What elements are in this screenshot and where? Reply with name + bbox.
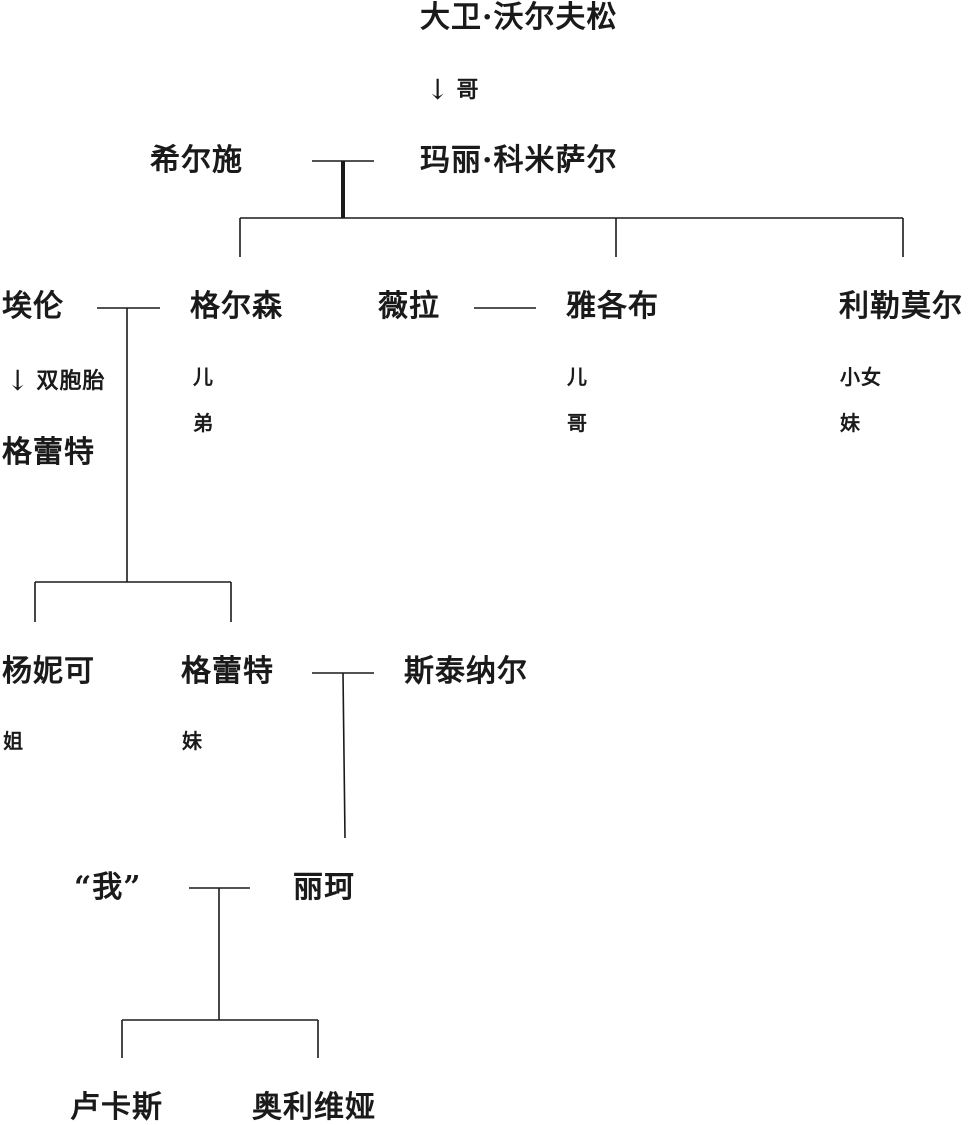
relation-yannick-elder-sister: 姐 <box>3 729 24 753</box>
person-hirsch: 希尔施 <box>150 143 243 178</box>
relation-gerson-son: 儿 <box>193 365 214 389</box>
relation-lilmor-youngest-daughter: 小女 <box>840 365 882 389</box>
relation-lilmor-younger-sister: 妹 <box>840 411 861 435</box>
relation-grete-younger-sister: 妹 <box>182 729 203 753</box>
relation-label-brother: 哥 <box>456 77 480 103</box>
down-arrow-icon: ↓ <box>426 73 451 106</box>
relation-gerson-younger-brother: 弟 <box>193 411 214 435</box>
person-grete: 格蕾特 <box>181 654 274 689</box>
person-mary-komisar: 玛丽·科米萨尔 <box>420 143 618 178</box>
relation-jacob-son: 儿 <box>567 365 588 389</box>
person-lika: 丽珂 <box>293 870 355 905</box>
relation-jacob-elder-brother: 哥 <box>567 411 588 435</box>
person-jacob: 雅各布 <box>566 289 659 324</box>
person-lucas: 卢卡斯 <box>70 1090 163 1125</box>
person-david-wolfson: 大卫·沃尔夫松 <box>420 0 618 35</box>
person-lilmor: 利勒莫尔 <box>839 289 963 324</box>
person-olivia: 奥利维娅 <box>252 1090 376 1125</box>
down-arrow-icon: ↓ <box>6 364 31 397</box>
person-steiner: 斯泰纳尔 <box>404 654 528 689</box>
relation-note-david: ↓哥 <box>426 76 479 104</box>
person-gerson: 格尔森 <box>190 289 283 324</box>
person-grete-twin: 格蕾特 <box>2 435 95 470</box>
person-allen: 埃伦 <box>2 289 64 324</box>
relation-note-allen: ↓双胞胎 <box>6 367 105 395</box>
person-me: “我” <box>74 870 142 905</box>
descent-line-grete-steiner <box>342 672 346 839</box>
person-yannick: 杨妮可 <box>2 654 95 689</box>
relation-label-twins: 双胞胎 <box>36 368 106 394</box>
person-vera: 薇拉 <box>378 289 440 324</box>
